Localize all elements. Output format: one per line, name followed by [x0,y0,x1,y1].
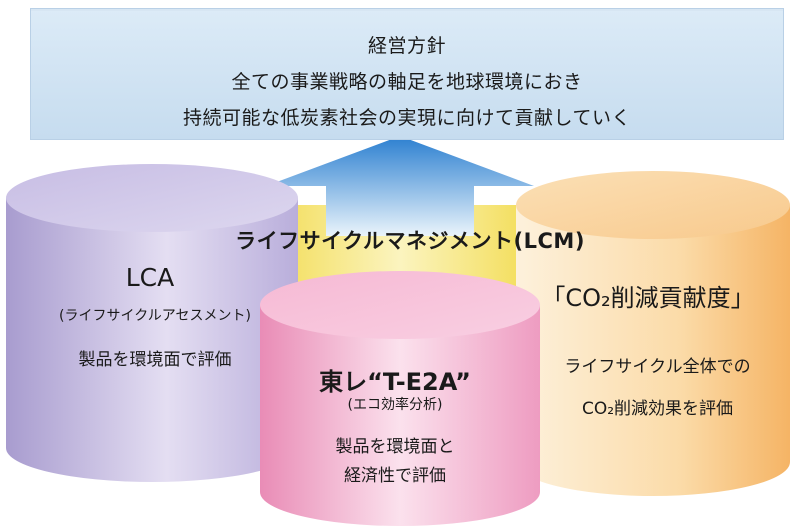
lca-description: 製品を環境面で評価 [78,350,232,370]
co2-description-1: ライフサイクル全体での [564,357,751,377]
co2-title: 「CO₂削減貢献度」 [541,284,755,312]
toray-title: 東レ“T-E2A” [319,368,471,396]
lca-cylinder [6,164,298,482]
co2-description-2: CO₂削減効果を評価 [581,399,734,419]
lca-title: LCA [125,263,175,292]
toray-cylinder [260,271,540,526]
policy-line-2: 持続可能な低炭素社会の実現に向けて貢献していく [183,107,631,129]
policy-banner: 経営方針 全ての事業戦略の軸足を地球環境におき 持続可能な低炭素社会の実現に向け… [30,8,784,140]
lcm-title: ライフサイクルマネジメント(LCM) [235,229,585,253]
toray-description-1: 製品を環境面と [335,437,455,457]
toray-subtitle: (エコ効率分析) [347,397,443,413]
policy-line-1: 全ての事業戦略の軸足を地球環境におき [231,71,583,93]
policy-heading: 経営方針 [367,35,446,57]
up-arrow [266,136,534,236]
co2-cylinder [516,171,790,496]
toray-description-2: 経済性で評価 [344,466,446,486]
lca-subtitle: (ライフサイクルアセスメント) [59,308,251,324]
